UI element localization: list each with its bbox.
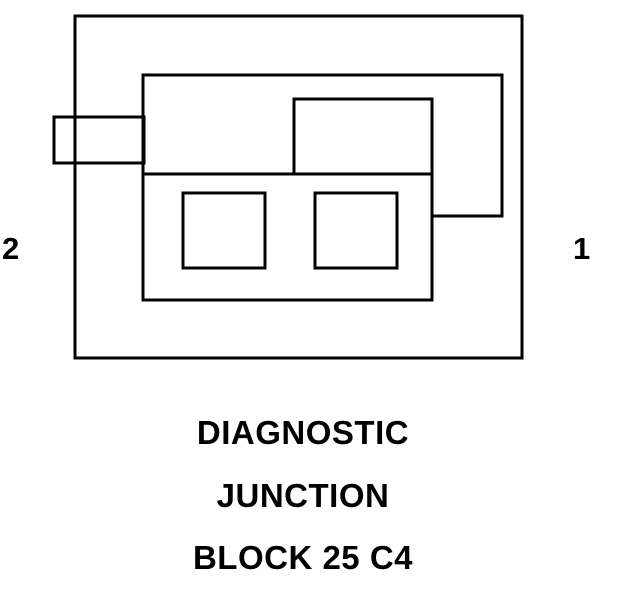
terminal-cavity-pin-1	[313, 191, 399, 270]
terminal-area-outline	[141, 172, 434, 302]
pin-2-label: 2	[2, 231, 20, 266]
keyed-cavity-outline	[141, 73, 504, 218]
caption-line-3: BLOCK 25 C4	[192, 539, 414, 576]
caption-line-1: DIAGNOSTIC	[196, 414, 410, 451]
connector-housing-outline	[73, 14, 524, 360]
caption-line-2: JUNCTION	[216, 477, 390, 514]
locking-tab	[52, 115, 146, 165]
terminal-cavity-pin-2	[181, 191, 267, 270]
pin-1-label: 1	[573, 231, 591, 266]
